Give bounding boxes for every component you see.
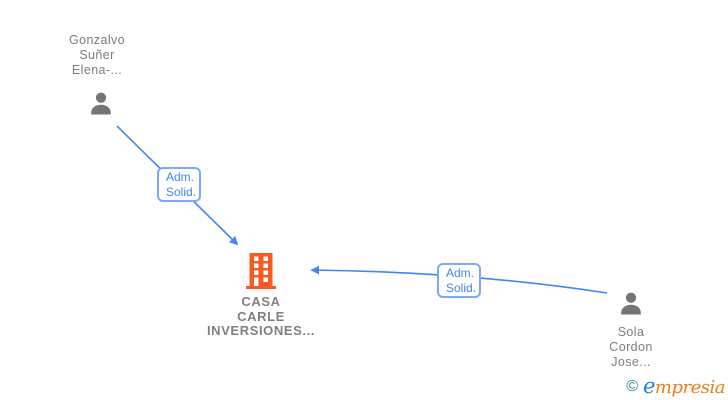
- node-label-person2: Sola Cordon Jose...: [609, 325, 653, 369]
- node-label-person1: Gonzalvo Suñer Elena-...: [68, 33, 125, 77]
- brand-rest: mpresia: [654, 377, 726, 398]
- person-icon[interactable]: [617, 290, 645, 318]
- copyright-icon: ©: [626, 378, 638, 395]
- building-icon[interactable]: [246, 253, 276, 289]
- empresia-watermark: © empresia: [626, 376, 725, 398]
- brand-logo-text: empresia: [642, 374, 726, 398]
- person-icon[interactable]: [87, 90, 115, 118]
- edge-label-adm-solid-2[interactable]: Adm. Solid.: [437, 263, 481, 298]
- edge-label-adm-solid-1[interactable]: Adm. Solid.: [157, 167, 201, 202]
- node-label-company: CASA CARLE INVERSIONES...: [206, 294, 316, 338]
- brand-initial: e: [642, 374, 655, 398]
